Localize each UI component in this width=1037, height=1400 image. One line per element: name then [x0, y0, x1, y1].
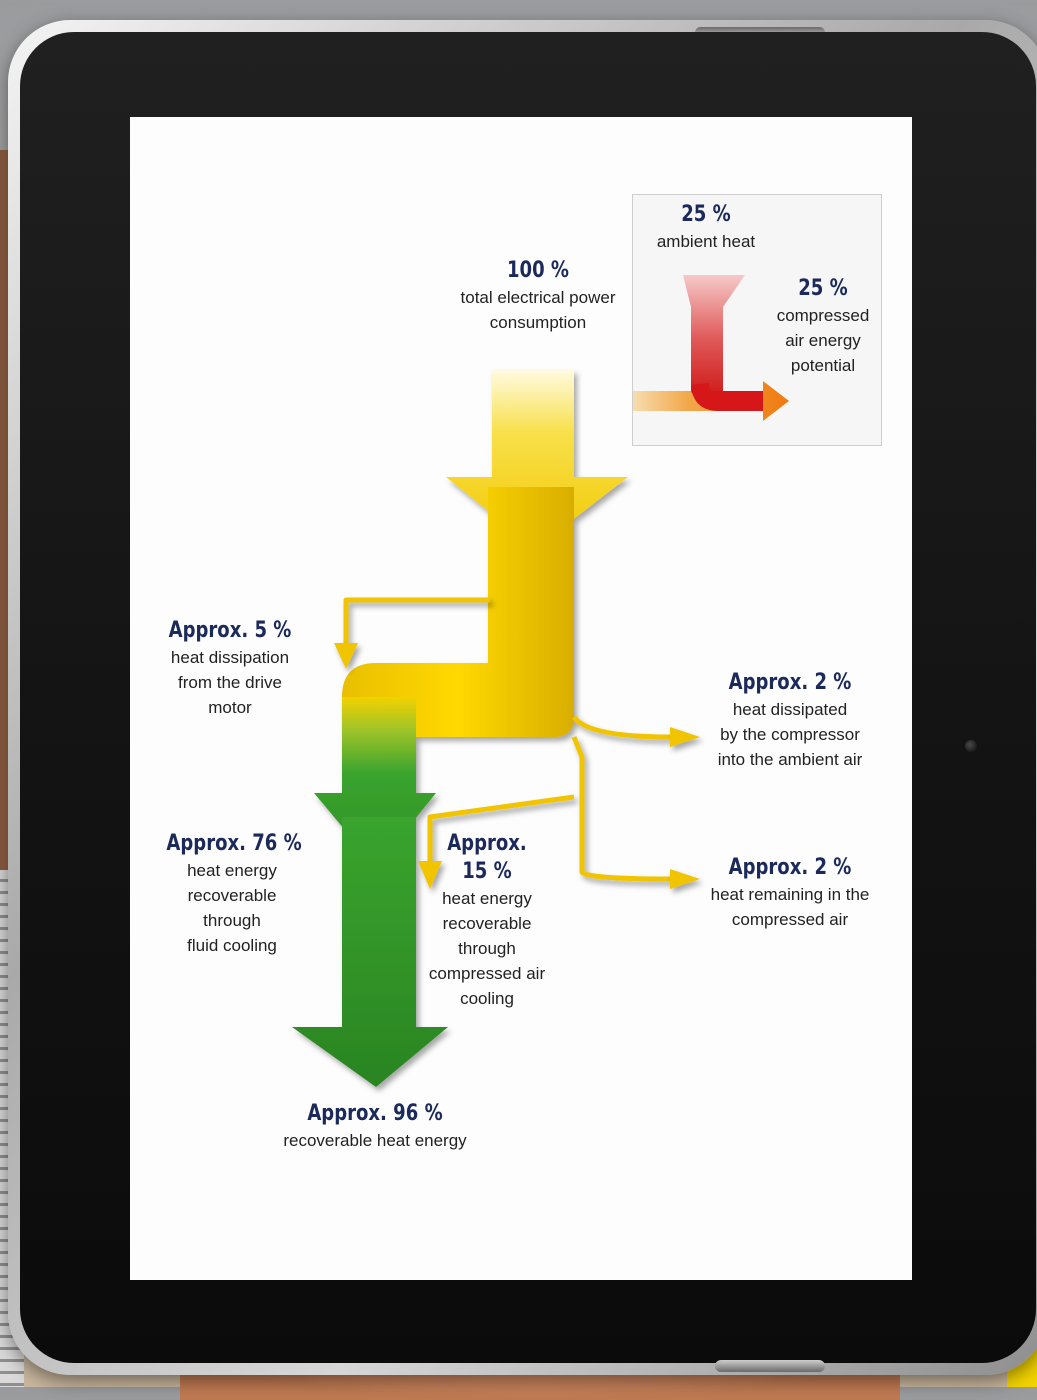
air-cooling-arrowhead — [418, 861, 442, 889]
total-power-desc-1: total electrical power — [460, 288, 616, 307]
fluid-cooling-desc-1: heat energy — [187, 861, 277, 880]
compressed-energy-desc-2: air energy — [785, 331, 861, 350]
compressor-ambient-desc-1: heat dissipated — [732, 700, 848, 719]
energy-flow-diagram — [292, 370, 700, 1087]
ambient-heat-percent: 25 % — [681, 202, 731, 227]
fluid-cooling-desc-3: through — [203, 911, 261, 930]
remaining-air-label: Approx. 2 % heat remaining in the compre… — [695, 854, 885, 932]
ambient-bend — [691, 383, 763, 411]
air-cooling-desc-4: compressed air — [428, 964, 546, 983]
remaining-air-desc-2: compressed air — [731, 910, 849, 929]
fluid-cooling-percent: Approx. 76 % — [166, 831, 302, 856]
compressor-ambient-label: Approx. 2 % heat dissipated by the compr… — [700, 669, 880, 772]
fluid-cooling-desc-2: recoverable — [187, 886, 277, 905]
compressor-ambient-desc-2: by the compressor — [720, 725, 860, 744]
air-cooling-percent-1: Approx. — [447, 831, 527, 856]
inset-diagram — [633, 275, 789, 421]
compressor-ambient-arrowhead — [670, 727, 700, 747]
total-power-percent: 100 % — [506, 258, 570, 283]
home-button[interactable] — [715, 1360, 825, 1372]
recoverable-heat-percent: Approx. 96 % — [307, 1101, 443, 1126]
recoverable-heat-desc: recoverable heat energy — [283, 1131, 467, 1150]
tablet-screen: 25 % ambient heat 25 % compressed air en… — [130, 117, 912, 1280]
drive-motor-percent: Approx. 5 % — [168, 618, 292, 643]
drive-motor-desc-2: from the drive — [178, 673, 282, 692]
remaining-air-arrowhead — [670, 869, 700, 889]
inset-box: 25 % ambient heat 25 % compressed air en… — [632, 194, 882, 446]
air-cooling-percent-2: 15 % — [462, 859, 512, 884]
drive-motor-arrowhead — [334, 643, 358, 669]
drive-motor-desc-3: motor — [208, 698, 252, 717]
drive-motor-branch — [343, 597, 490, 647]
recoverable-heat-arrow — [292, 817, 448, 1087]
fluid-cooling-desc-4: fluid cooling — [187, 936, 277, 955]
camera-icon — [965, 740, 977, 752]
compressor-ambient-branch — [571, 715, 671, 740]
total-power-desc-2: consumption — [489, 313, 587, 332]
air-cooling-desc-2: recoverable — [442, 914, 532, 933]
remaining-air-desc-1: heat remaining in the — [710, 885, 870, 904]
air-cooling-branch — [427, 794, 575, 865]
compressed-energy-percent: 25 % — [798, 276, 848, 301]
compressor-ambient-percent: Approx. 2 % — [728, 670, 852, 695]
compressed-energy-label: 25 % compressed air energy potential — [763, 275, 883, 378]
compressed-energy-desc-1: compressed — [776, 306, 870, 325]
air-cooling-label: Approx. 15 % heat energy recoverable thr… — [420, 830, 554, 1011]
compressor-ambient-desc-3: into the ambient air — [717, 750, 863, 769]
air-cooling-desc-3: through — [458, 939, 516, 958]
remaining-air-branch — [571, 736, 671, 882]
air-cooling-desc-1: heat energy — [442, 889, 532, 908]
drive-motor-desc-1: heat dissipation — [170, 648, 290, 667]
ambient-heat-label: 25 % ambient heat — [651, 201, 761, 254]
air-cooling-desc-5: cooling — [460, 989, 514, 1008]
remaining-air-percent: Approx. 2 % — [728, 855, 852, 880]
fluid-cooling-label: Approx. 76 % heat energy recoverable thr… — [152, 830, 312, 958]
ambient-heat-desc: ambient heat — [656, 232, 756, 251]
total-power-label: 100 % total electrical power consumption — [448, 257, 628, 335]
ambient-heat-funnel — [683, 275, 745, 402]
recoverable-heat-label: Approx. 96 % recoverable heat energy — [255, 1100, 495, 1153]
drive-motor-label: Approx. 5 % heat dissipation from the dr… — [150, 617, 310, 720]
compressed-energy-desc-3: potential — [790, 356, 856, 375]
